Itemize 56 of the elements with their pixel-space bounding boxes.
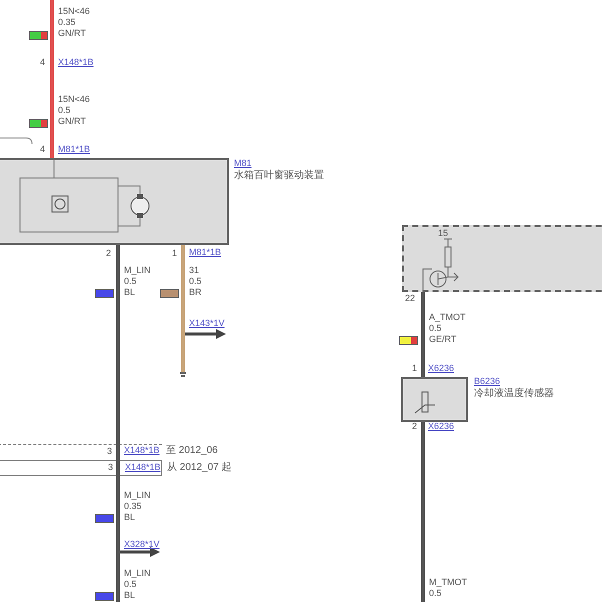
connector-link: X148*1B xyxy=(58,57,94,68)
connector-link: X6236 xyxy=(428,363,454,374)
wire xyxy=(116,444,120,476)
wire-label: M_LIN xyxy=(124,490,151,501)
connector-link: M81*1B xyxy=(58,144,90,155)
wire xyxy=(421,422,425,602)
wire xyxy=(116,245,120,444)
wire-label: M_LIN xyxy=(124,568,151,579)
wire-label: 4 xyxy=(40,144,46,155)
wire-label: BR xyxy=(189,287,202,298)
version-note: 至 2012_06 xyxy=(166,445,218,456)
component-link: B6236 xyxy=(474,376,500,387)
wire-label: 0.5 xyxy=(58,105,71,116)
wire-label: 2 xyxy=(412,421,418,432)
wire-label: 15N<46 xyxy=(58,94,90,105)
pin-number: 15 xyxy=(438,228,448,239)
wire-label: 0.35 xyxy=(124,501,142,512)
wire-label: 0.35 xyxy=(58,17,76,28)
wire-label: 22 xyxy=(405,293,416,304)
version-note: 从 2012_07 起 xyxy=(167,462,232,473)
wire-label: A_TMOT xyxy=(429,312,466,323)
connector-link: X143*1V xyxy=(189,318,225,329)
wire-label: 1 xyxy=(412,363,418,374)
wire-label: BL xyxy=(124,590,136,601)
wire-label: 0.5 xyxy=(189,276,202,287)
component-box xyxy=(402,225,602,292)
wire-label: GN/RT xyxy=(58,116,86,127)
wire-label: 4 xyxy=(40,57,46,68)
wire xyxy=(116,476,120,602)
component-link: X148*1B xyxy=(124,445,160,456)
wire-label: GN/RT xyxy=(58,28,86,39)
wire-label: 0.5 xyxy=(429,323,442,334)
wire-label: 0.5 xyxy=(124,579,137,590)
wire-label: M_LIN xyxy=(124,265,151,276)
component-link: M81 xyxy=(234,158,252,169)
component-link: X148*1B xyxy=(125,462,161,473)
connector-link: M81*1B xyxy=(189,247,222,258)
wire-label: BL xyxy=(124,287,136,298)
wire-label: 1 xyxy=(172,248,178,259)
wire-label: 0.5 xyxy=(429,588,442,599)
wire-label: 2 xyxy=(106,248,112,259)
wire xyxy=(421,292,425,377)
pin-number: 3 xyxy=(108,462,114,473)
wire xyxy=(50,0,54,158)
wire-label: 15N<46 xyxy=(58,6,90,17)
wire-label: BL xyxy=(124,512,136,523)
wire xyxy=(181,245,185,372)
component-name: 冷却液温度传感器 xyxy=(474,388,554,399)
wire-label: 0.5 xyxy=(124,276,137,287)
wire-label: 31 xyxy=(189,265,200,276)
wire-label: M_TMOT xyxy=(429,577,467,588)
pin-number: 3 xyxy=(107,446,112,457)
wire-label: GE/RT xyxy=(429,334,456,345)
component-name: 水箱百叶窗驱动装置 xyxy=(234,170,324,181)
connector-link: X6236 xyxy=(428,421,454,432)
connector-link: X328*1V xyxy=(124,539,160,550)
